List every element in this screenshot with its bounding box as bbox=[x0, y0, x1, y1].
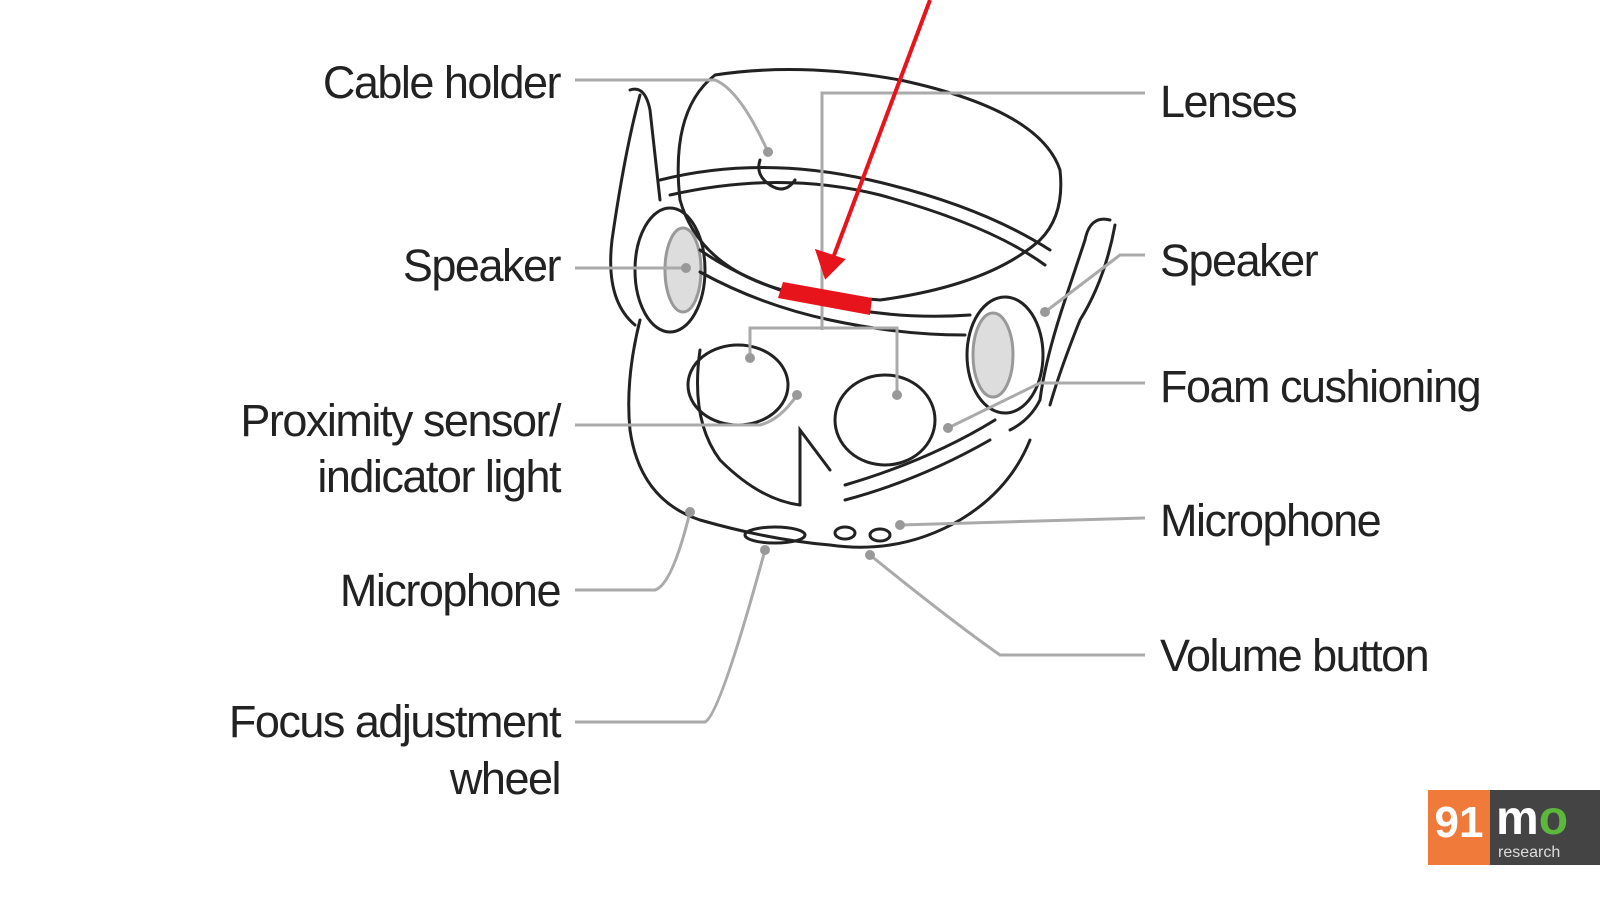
label-lenses: Lenses bbox=[1160, 76, 1298, 127]
label-foam-cushioning: Foam cushioning bbox=[1160, 361, 1482, 412]
logo-subtitle: research bbox=[1498, 844, 1561, 861]
label-focus-wheel: wheel bbox=[449, 753, 562, 804]
label-focus-adjustment: Focus adjustment bbox=[228, 696, 562, 747]
red-arrow bbox=[814, 0, 932, 280]
label-microphone-right: Microphone bbox=[1160, 495, 1382, 546]
label-proximity-sensor: Proximity sensor/ bbox=[240, 395, 561, 446]
label-speaker-right: Speaker bbox=[1160, 235, 1319, 286]
logo-power-icon: o bbox=[1538, 792, 1569, 845]
callout-dots bbox=[681, 147, 1050, 560]
logo-brand-letter: m bbox=[1496, 792, 1539, 845]
label-microphone-left: Microphone bbox=[339, 565, 562, 616]
logo-number: 91 bbox=[1428, 790, 1490, 865]
leader-lines bbox=[575, 78, 1146, 724]
headset-outline bbox=[609, 68, 1117, 549]
highlight-marker bbox=[778, 282, 872, 315]
logo-brand: mo bbox=[1496, 792, 1568, 846]
label-indicator-light: indicator light bbox=[317, 451, 561, 502]
label-cable-holder: Cable holder bbox=[322, 57, 562, 108]
label-volume-button: Volume button bbox=[1160, 630, 1430, 681]
label-speaker-left: Speaker bbox=[402, 240, 562, 291]
91mobiles-logo: 91 mo research bbox=[1428, 790, 1600, 865]
